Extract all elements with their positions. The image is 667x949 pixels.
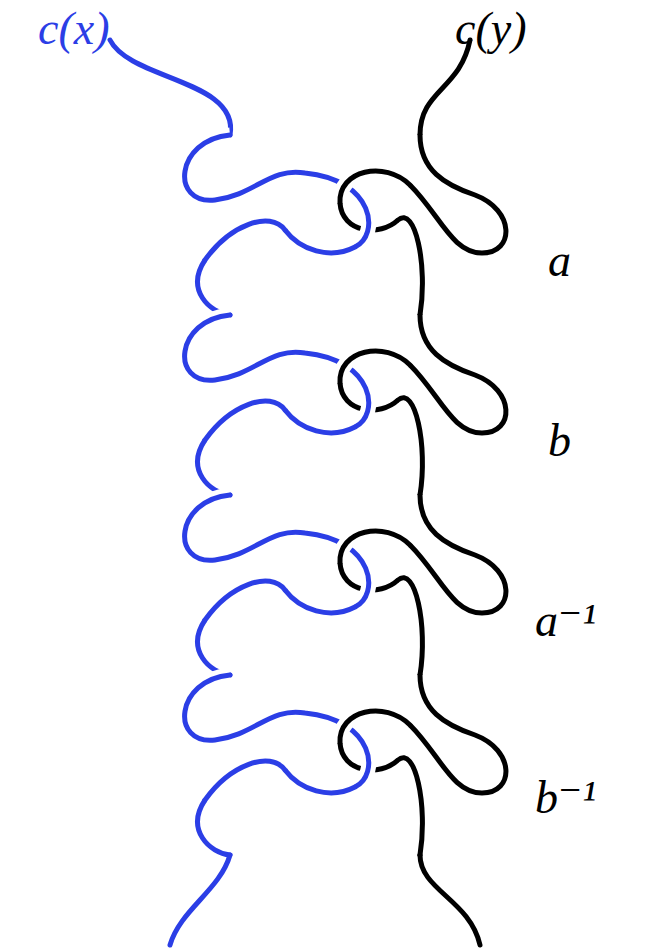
tangle [185, 135, 506, 315]
tangle-label: b⁻¹ [535, 775, 596, 821]
tangle [185, 495, 506, 675]
tangle [185, 675, 506, 855]
strand-label: c(x) [38, 6, 109, 52]
strand-label: c(y) [455, 6, 526, 52]
strand [420, 855, 480, 945]
strand [110, 40, 231, 135]
tangle-label: b [548, 418, 571, 464]
tangle [185, 315, 506, 495]
tangle-label: a [548, 238, 571, 284]
strand [170, 855, 230, 945]
strand [420, 40, 470, 135]
tangle-label: a⁻¹ [535, 598, 596, 644]
